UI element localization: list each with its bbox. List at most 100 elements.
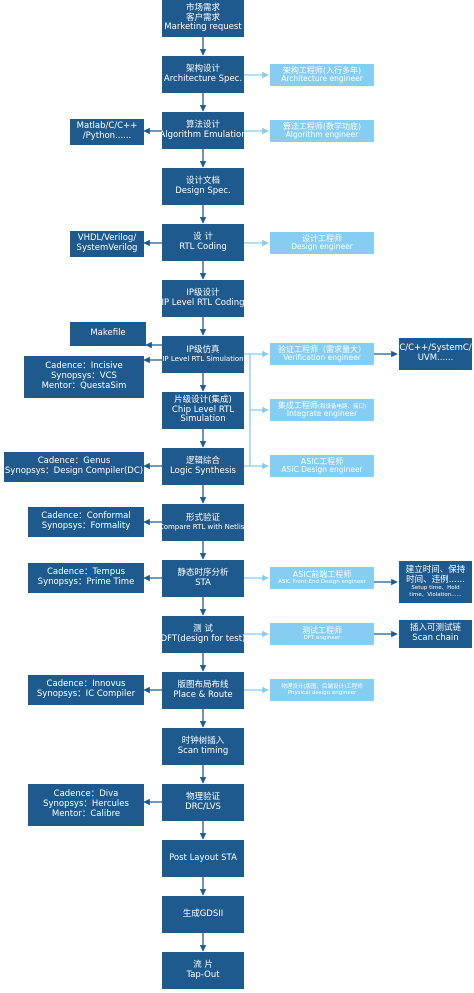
step-title: 市场需求 [185,2,220,13]
tool-algorithm-languages: Matlab/C/C++ /Python...... [70,119,144,145]
step-title: 版图布局布线 [177,679,229,690]
step-subtitle: Chip Level RTL [171,404,235,415]
step-scan-timing: 时钟树插入 Scan timing [162,728,244,765]
tool-line: Cadence：Conformal [41,511,131,522]
step-title: 逻辑综合 [185,455,220,466]
step-chip-level-rtl-simulation: 片级设计(集成) Chip Level RTL Simulation [162,392,244,429]
step-subtitle: DFT(design for test) [160,633,246,644]
tool-physical-verification: Cadence：Diva Synopsys：Hercules Mentor：Ca… [28,784,144,826]
engineer-asic-front-end: ASIC前端工程师 ASIC Front-End Design engineer [270,567,374,589]
step-title: IP级设计 [186,287,220,298]
engineer-subtitle: Design engineer [291,242,353,252]
note-dft-scan-chain: 插入可测试链 Scan chain [399,620,472,648]
note-line: 建立时间、保持 [405,564,466,575]
engineer-design: 设计工程师 Design engineer [270,232,374,254]
engineer-title: 集成工程师(和设备电路、接口) [278,401,366,410]
tool-line: Cadence：Genus [37,456,111,467]
engineer-title: ASIC前端工程师 [292,570,352,580]
step-title: 设 计 [193,231,213,242]
step-subtitle: Compare RTL with Netlist [158,523,248,532]
step-ip-level-rtl-coding: IP级设计 IP Level RTL Coding [161,280,245,317]
step-title: 静态时序分析 [177,567,229,578]
step-tape-out: 流 片 Tap-Out [162,952,244,989]
step-subtitle: Tap-Out [186,969,220,980]
step-place-and-route: 版图布局布线 Place & Route [162,672,244,709]
tool-place-route: Cadence：Innovus Synopsys：IC Compiler [28,675,144,705]
tool-line: Makefile [90,328,126,339]
step-title: 物理验证 [185,791,220,802]
step-title: 算法设计 [185,119,220,130]
step-rtl-coding: 设 计 RTL Coding [162,224,244,261]
tool-simulators: Cadence：Incisive Synopsys：VCS Mentor：Que… [24,356,144,398]
engineer-subtitle: ASIC Design engineer [281,465,363,475]
step-title: 客户需求 [185,12,220,23]
tool-line: VHDL/Verilog/ [77,233,137,244]
step-design-spec: 设计文档 Design Spec. [162,168,244,205]
step-architecture-spec: 架构设计 Architecture Spec. [162,56,244,93]
tool-line: Synopsys：Prime Time [37,577,135,587]
step-title: 测 试 [193,623,213,634]
engineer-title-main: 集成工程师 [277,401,318,411]
engineer-subtitle: ASIC Front-End Design engineer [278,579,366,586]
step-subtitle: Marketing request [164,22,242,33]
note-line: 插入可测试链 [409,623,461,634]
step-subtitle: STA [195,577,211,588]
engineer-architecture: 架构工程师(入行多年) Architecture engineer [270,64,374,86]
step-title: 片级设计(集成) [174,394,232,405]
step-subtitle: Simulation [180,414,226,425]
step-subtitle: Design Spec. [175,185,231,196]
tool-line: Synopsys：Hercules [43,799,129,810]
step-subtitle: Scan timing [177,745,229,756]
engineer-subtitle: Verification engineer [283,353,361,363]
tool-line: Synopsys：Formality [41,521,131,531]
tool-line: Cadence：Innovus [46,679,126,690]
engineer-algorithm: 算法工程师(数学功底) Algorithm engineer [270,120,374,142]
tool-rtl-languages: VHDL/Verilog/ SystemVerilog [70,231,144,257]
step-title: Post Layout STA [169,852,237,863]
tool-sta: Cadence：Tempus Synopsys：Prime Time [28,563,144,593]
step-title: 生成GDSII [182,908,224,919]
tool-line: Mentor：QuestaSim [41,380,127,391]
tool-formal: Cadence：Conformal Synopsys：Formality [28,507,144,537]
note-line: time、Violation...... [409,591,462,598]
engineer-dft: 测试工程师 DFT engineer [270,623,374,645]
tool-line: Synopsys：IC Compiler [36,689,136,699]
step-subtitle: Place & Route [173,689,233,700]
note-sta-timing: 建立时间、保持 时间、违例...... Setup time、Hold time… [399,561,472,603]
step-title: IP级仿真 [186,344,220,355]
engineer-title: 算法工程师(数学功底) [282,122,362,132]
step-marketing-request: 市场需求 客户需求 Marketing request [162,0,244,37]
step-title: 架构设计 [185,63,220,74]
engineer-subtitle: Physical design engineer [287,690,357,696]
step-title: 设计文档 [185,175,220,186]
step-subtitle: Logic Synthesis [170,465,236,476]
step-logic-synthesis: 逻辑综合 Logic Synthesis [162,448,244,485]
engineer-title: 物理设计(版图、后端设计)工程师 [281,683,363,690]
tool-line: Mentor：Calibre [51,808,121,819]
engineer-integrate: 集成工程师(和设备电路、接口) Integrate engineer [270,399,374,421]
tool-makefile: Makefile [70,322,146,346]
engineer-title: 架构工程师(入行多年) [282,66,362,76]
engineer-title: 测试工程师 [302,626,342,636]
step-title: 时钟树插入 [181,735,225,746]
note-verification-languages: C/C++/SystemC/ UVM...... [399,338,472,370]
step-drc-lvs: 物理验证 DRC/LVS [162,784,244,821]
tool-synthesis: Cadence：Genus Synopsys：Design Compiler(D… [4,452,144,482]
tool-line: SystemVerilog [76,243,138,253]
engineer-subtitle: DFT engineer [303,635,341,642]
tool-line: Matlab/C/C++ [76,121,138,132]
note-line: 时间、违例...... [406,574,465,585]
engineer-subtitle: Architecture engineer [281,74,363,84]
tool-line: Cadence：Incisive [45,361,123,372]
step-formal-verification: 形式验证 Compare RTL with Netlist [158,504,248,541]
tool-line: Synopsys：Design Compiler(DC) [4,466,144,476]
step-subtitle: Algorithm Emulation [159,129,247,140]
engineer-title: 验证工程师（需求量大） [278,345,366,355]
step-subtitle: IP Level RTL Simulation [162,355,244,364]
note-line: C/C++/SystemC/ [399,343,472,354]
engineer-subtitle: Algorithm engineer [285,130,359,140]
engineer-physical-design: 物理设计(版图、后端设计)工程师 Physical design enginee… [270,679,374,701]
engineer-title: ASIC工程师 [300,457,344,467]
note-line: Scan chain [412,633,459,643]
